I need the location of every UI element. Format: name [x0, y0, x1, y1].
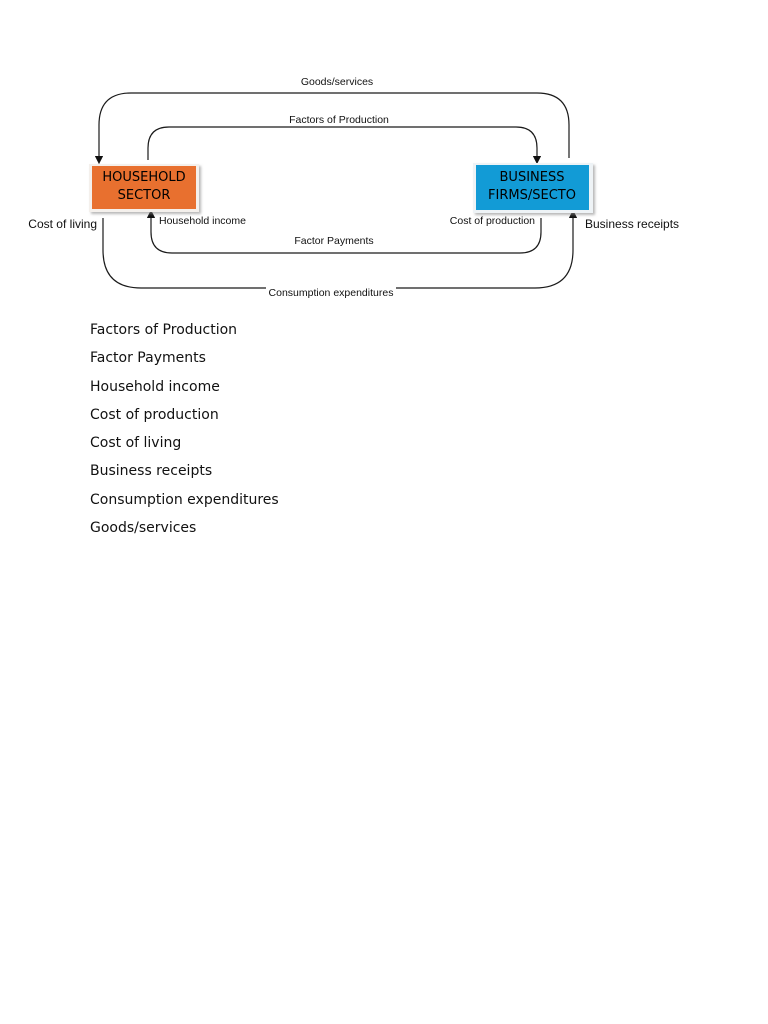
- household-income-label: Household income: [159, 215, 246, 227]
- list-item: Cost of living: [90, 435, 182, 452]
- business-receipts-label: Business receipts: [585, 217, 679, 231]
- circular-flow-diagram: Goods/services Factors of Production Fac…: [28, 74, 679, 299]
- list-item: Factor Payments: [90, 350, 206, 367]
- cost-of-living-label: Cost of living: [28, 217, 97, 231]
- factors-of-production-flow: [147, 126, 542, 165]
- list-item: Household income: [90, 378, 220, 395]
- goods-services-flow: [94, 92, 570, 165]
- business-firms-label-line2: FIRMS/SECTO: [488, 188, 576, 203]
- list-item: Consumption expenditures: [90, 491, 279, 508]
- business-firms-box: BUSINESS FIRMS/SECTO: [473, 163, 593, 213]
- goods-services-label: Goods/services: [301, 76, 373, 88]
- business-firms-label-line1: BUSINESS: [500, 170, 565, 185]
- household-sector-label-line1: HOUSEHOLD: [102, 170, 185, 185]
- household-sector-box: HOUSEHOLD SECTOR: [89, 164, 199, 212]
- factors-of-production-label: Factors of Production: [289, 114, 389, 126]
- list-item: Business receipts: [90, 463, 213, 480]
- term-list: Factors of Production Factor Payments Ho…: [90, 316, 279, 542]
- list-item: Goods/services: [90, 520, 197, 537]
- factor-payments-flow: [146, 209, 542, 254]
- consumption-expenditures-label: Consumption expenditures: [269, 287, 394, 299]
- cost-of-production-label: Cost of production: [450, 215, 535, 227]
- household-sector-label-line2: SECTOR: [118, 188, 171, 203]
- list-item: Cost of production: [90, 406, 219, 423]
- factor-payments-label: Factor Payments: [294, 235, 373, 247]
- list-item: Factors of Production: [90, 322, 238, 338]
